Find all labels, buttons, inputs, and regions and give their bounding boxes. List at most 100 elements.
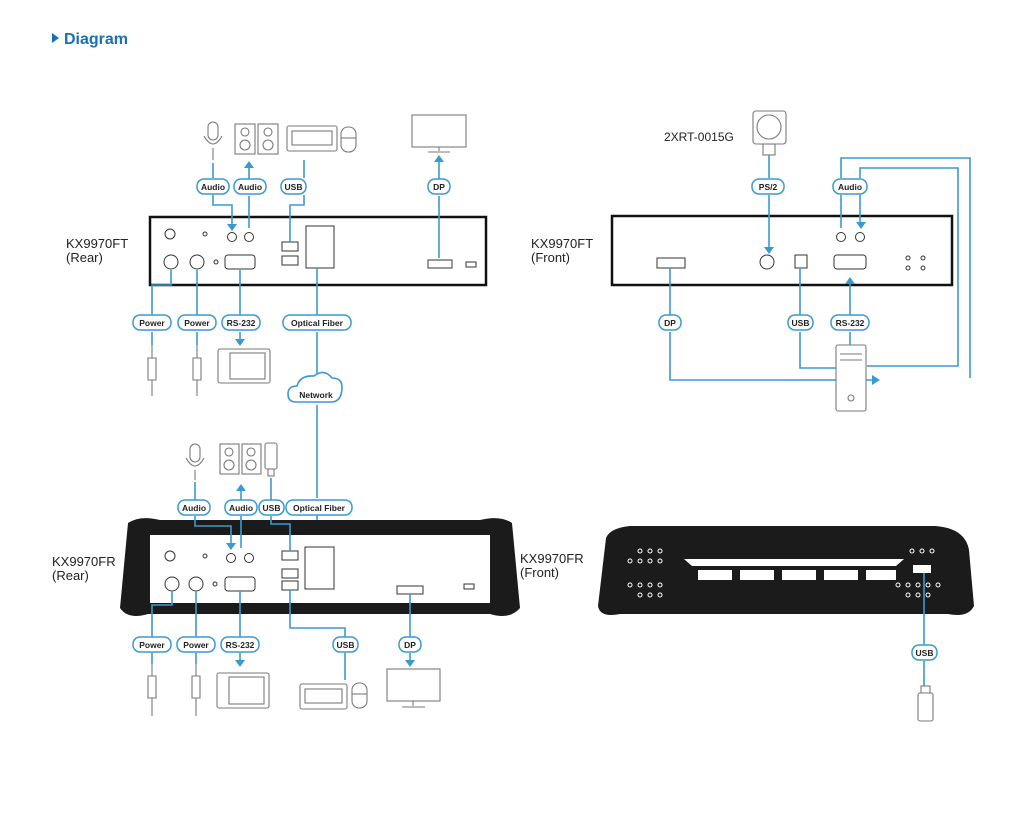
ground-screw-icon [164,550,176,562]
usb-drive-icon [264,442,278,477]
label-pill: USB [258,499,285,516]
rs232-port-icon [833,254,867,270]
usb-port-icon [281,241,299,252]
serial-device-icon [217,348,271,384]
power-plug-icon [192,345,202,396]
label-pill: RS-232 [221,314,261,331]
power-jack-icon [163,254,179,270]
svg-text:Audio: Audio [182,503,206,513]
rs232-port-icon [224,576,256,592]
fiber-port-icon [305,225,335,269]
header-triangle-icon [52,33,59,43]
computer-tower-icon [835,344,867,412]
label-pill: USB [911,644,938,661]
svg-text:USB: USB [263,503,281,513]
device-name-ft-rear: KX9970FT [66,236,128,251]
audio-jack-icon [244,553,254,563]
svg-text:Power: Power [139,640,165,650]
device-side-fr-front: (Front) [520,565,559,580]
usb-drive-icon [917,685,934,722]
power-jack-icon [164,576,180,592]
power-plug-icon [147,664,157,716]
dp-port-icon [656,257,686,269]
serial-device-icon [216,672,270,709]
device-name-fr-rear: KX9970FR [52,554,116,569]
label-pill: RS-232 [220,636,260,653]
label-pill: Audio [224,499,258,516]
svg-text:DP: DP [433,182,445,192]
device-side-ft-front: (Front) [531,250,570,265]
svg-text:RS-232: RS-232 [226,640,255,650]
label-pill: Power [132,314,172,331]
svg-text:Power: Power [139,318,165,328]
svg-text:Audio: Audio [229,503,253,513]
audio-jack-icon [226,553,236,563]
label-pill: DP [427,178,451,195]
svg-text:Audio: Audio [238,182,262,192]
ps2-port-icon [759,254,775,270]
label-pill: RS-232 [830,314,870,331]
usb-port-icon [913,565,931,573]
fr-front-unit [598,526,974,615]
svg-text:RS-232: RS-232 [836,318,865,328]
svg-text:RS-232: RS-232 [227,318,256,328]
svg-text:Power: Power [183,640,209,650]
network-label: Network [299,390,333,400]
usb-port-icon [281,550,299,561]
label-pill: DP [398,636,422,653]
label-pill: USB [280,178,307,195]
audio-jack-icon [836,232,846,242]
audio-jack-icon [227,232,237,242]
svg-text:DP: DP [664,318,676,328]
label-pill: Optical Fiber [285,499,353,516]
device-side-fr-rear: (Rear) [52,568,89,583]
svg-text:USB: USB [337,640,355,650]
usb-b-port-icon [794,254,808,269]
label-pill: Audio [233,178,267,195]
dp-port-icon [396,585,424,595]
svg-text:Audio: Audio [201,182,225,192]
label-pill: Audio [832,178,868,195]
ft-rear-unit [148,215,488,287]
usb-port-icon [281,580,299,591]
fiber-port-icon [304,546,335,590]
power-jack-icon [188,576,204,592]
svg-text:DP: DP [404,640,416,650]
usb-port-icon [281,255,299,266]
device-name-ft-front: KX9970FT [531,236,593,251]
label-pill: USB [787,314,814,331]
bracket-device-icon [752,110,787,156]
page-title: Diagram [64,31,128,48]
svg-text:Optical Fiber: Optical Fiber [291,318,344,328]
label-pill: Power [177,314,217,331]
power-plug-icon [147,345,157,396]
svg-text:USB: USB [285,182,303,192]
svg-text:Power: Power [184,318,210,328]
microphone-icon [185,443,205,480]
keyboard-mouse-icon [299,682,368,710]
label-pill: Audio [177,499,211,516]
label-pill: Power [132,636,172,653]
label-pill: Power [176,636,216,653]
ground-screw-icon [164,228,176,240]
svg-text:USB: USB [916,648,934,658]
device-side-ft-rear: (Rear) [66,250,103,265]
svg-text:PS/2: PS/2 [759,182,778,192]
svg-text:Optical Fiber: Optical Fiber [293,503,346,513]
power-jack-icon [189,254,205,270]
dp-port-icon [427,259,453,269]
label-pill: USB [332,636,359,653]
label-pill: PS/2 [751,178,785,195]
device-name-fr-front: KX9970FR [520,551,584,566]
label-pill: Optical Fiber [282,314,352,331]
speakers-icon [219,443,262,475]
rs232-port-icon [224,254,256,270]
label-pill: DP [658,314,682,331]
monitor-icon [411,114,467,153]
label-pill: Audio [196,178,230,195]
power-plug-icon [191,664,201,716]
ft-front-unit [610,214,954,287]
keyboard-mouse-icon [286,125,357,153]
bracket-model-label: 2XRT-0015G [664,130,734,144]
